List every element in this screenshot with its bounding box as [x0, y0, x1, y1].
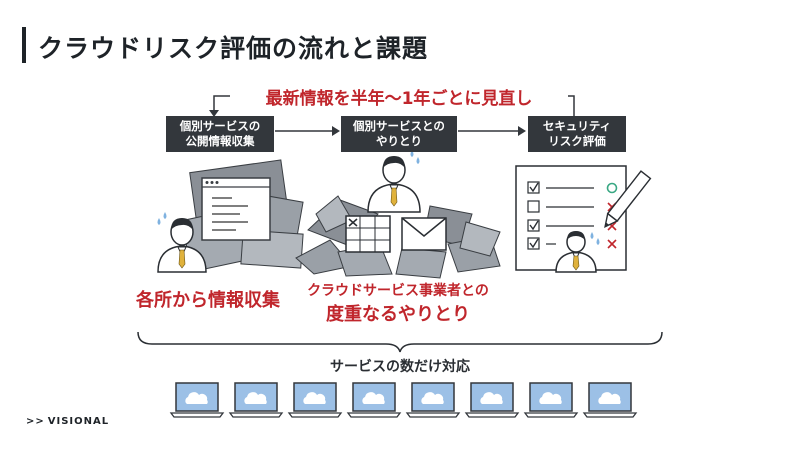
laptop-icon [523, 382, 579, 418]
envelope-icon [401, 217, 447, 251]
laptop-icon [464, 382, 520, 418]
cloud-icon [598, 392, 621, 404]
cycle-label: 最新情報を半年〜1年ごとに見直し [265, 89, 533, 109]
company-logo: >>VISIONAL [26, 416, 109, 427]
logo-chevron-icon: >> [26, 416, 45, 427]
title-accent-bar [22, 27, 26, 63]
sweat-drops-icon [157, 212, 167, 225]
caption-collect: 各所から情報収集 [136, 290, 280, 311]
sweat-drops-3-icon [590, 232, 600, 245]
cloud-icon [303, 392, 326, 404]
browser-window-icon [201, 177, 271, 241]
cloud-icon [244, 392, 267, 404]
step-2-line-1: 個別サービスとの [353, 119, 445, 133]
sweat-drops-2-icon [410, 150, 420, 164]
step-security-risk-evaluation: セキュリティ リスク評価 [528, 116, 626, 152]
step-3-line-2: リスク評価 [548, 134, 606, 148]
laptop-icon [405, 382, 461, 418]
pencil-icon [604, 170, 652, 229]
laptop-icon [169, 382, 225, 418]
laptop-row [169, 382, 638, 418]
person-3-icon [555, 231, 597, 273]
spreadsheet-icon [345, 215, 391, 253]
person-2-icon [367, 156, 421, 213]
step-3-line-1: セキュリティ [542, 119, 612, 133]
laptop-icon [582, 382, 638, 418]
cloud-icon [480, 392, 503, 404]
cloud-icon [185, 392, 208, 404]
cloud-icon [539, 392, 562, 404]
step-2-line-2: やりとり [376, 134, 422, 148]
laptop-icon [228, 382, 284, 418]
curly-brace [137, 331, 663, 353]
page-title: クラウドリスク評価の流れと課題 [38, 34, 429, 63]
step-public-info-collection: 個別サービスの 公開情報収集 [166, 116, 274, 152]
step-arrow-1 [275, 126, 340, 136]
step-1-line-1: 個別サービスの [179, 119, 261, 133]
caption-exchange-line-1: クラウドサービス事業者との [307, 283, 489, 299]
step-service-exchange: 個別サービスとの やりとり [341, 116, 457, 152]
person-1-icon [157, 218, 207, 273]
bottom-label: サービスの数だけ対応 [330, 359, 470, 375]
laptop-icon [346, 382, 402, 418]
cycle-arrow-head [209, 110, 219, 117]
logo-text: VISIONAL [47, 416, 110, 427]
laptop-icon [287, 382, 343, 418]
cloud-icon [421, 392, 444, 404]
step-arrow-2 [458, 126, 526, 136]
caption-exchange-line-2: 度重なるやりとり [326, 304, 470, 325]
step-1-line-2: 公開情報収集 [185, 134, 255, 148]
cycle-arrow [213, 95, 575, 119]
cloud-icon [362, 392, 385, 404]
